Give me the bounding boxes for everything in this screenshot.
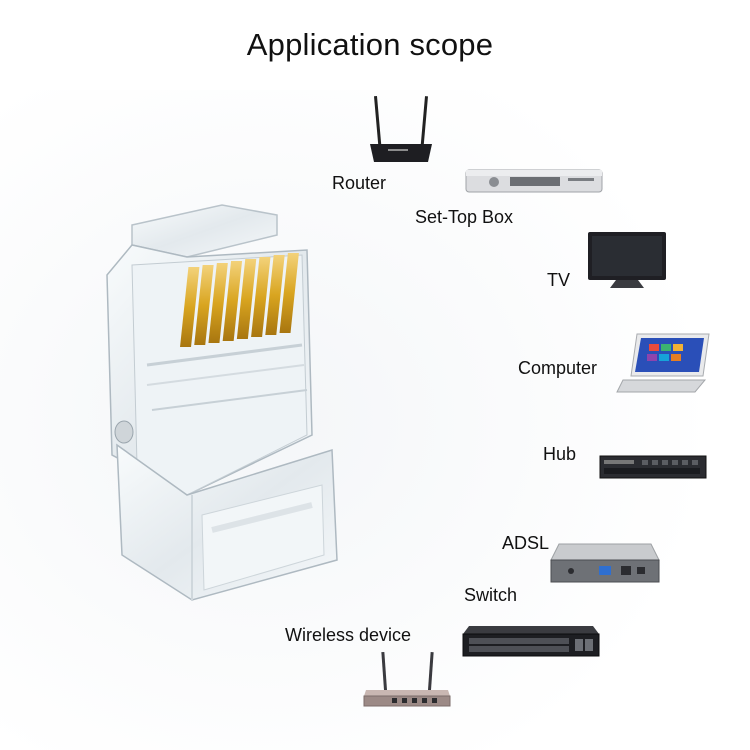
page-title: Application scope <box>246 27 494 62</box>
device-label-set-top-box: Set-Top Box <box>415 207 514 227</box>
adsl-modem-icon <box>550 543 660 583</box>
hub-icon <box>599 455 707 479</box>
device-label-tv: TV <box>547 270 571 290</box>
router-icon <box>370 96 432 162</box>
laptop-icon <box>616 333 710 393</box>
device-label-switch: Switch <box>464 585 518 605</box>
device-label-computer: Computer <box>518 358 598 378</box>
wireless-router-icon <box>363 651 451 707</box>
set-top-box-icon <box>465 169 603 193</box>
device-label-adsl: ADSL <box>502 533 550 553</box>
rj45-connector-icon <box>106 204 338 601</box>
device-label-hub: Hub <box>543 444 577 464</box>
device-label-router: Router <box>332 173 387 193</box>
tv-icon <box>588 232 666 288</box>
network-switch-icon <box>462 626 600 657</box>
device-label-wireless-device: Wireless device <box>285 625 412 645</box>
